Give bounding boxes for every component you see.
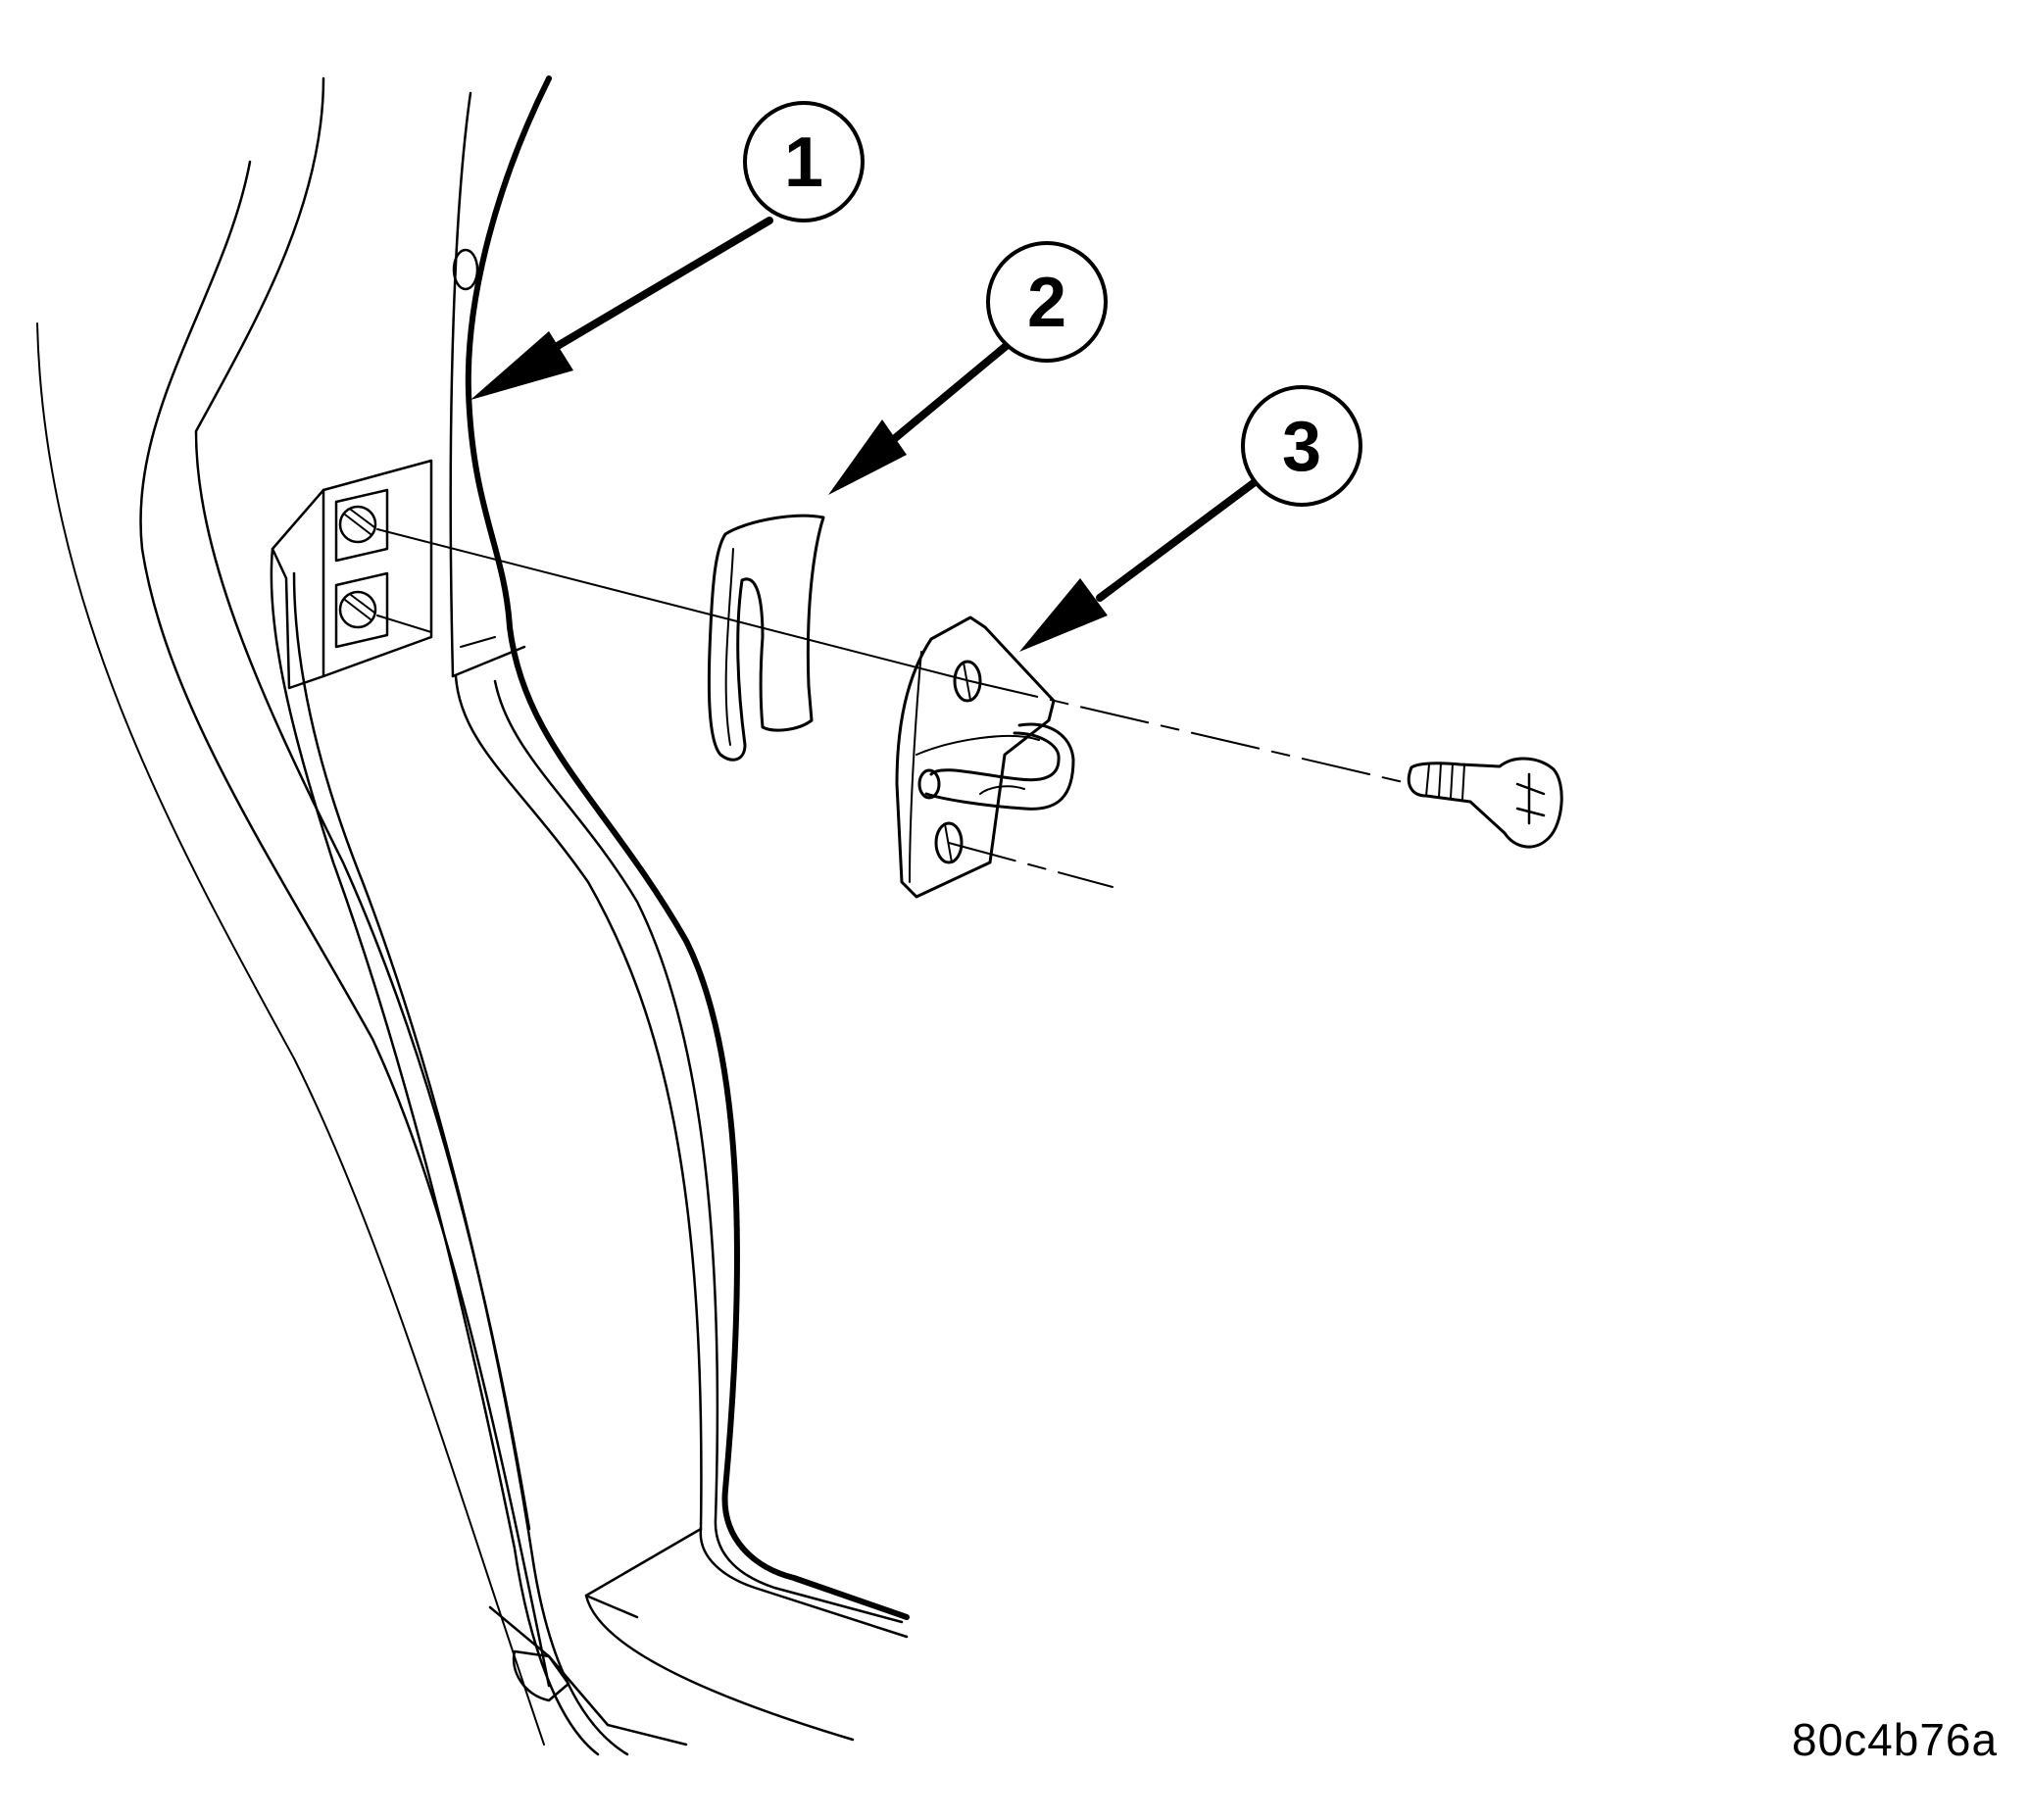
alignment-lines <box>376 528 1412 888</box>
callout-1: 1 <box>743 101 865 222</box>
door-latch-striker-shape <box>895 615 1075 899</box>
callout-number-3: 3 <box>1282 408 1321 486</box>
callout-number-1: 1 <box>784 123 823 202</box>
figure-id: 80c4b76a <box>1792 1714 1999 1765</box>
pillar-mounting-holes <box>334 488 389 649</box>
callout-number-2: 2 <box>1027 264 1066 342</box>
striker-spacer-shape <box>707 514 825 762</box>
door-pillar-body <box>36 75 910 1756</box>
callout-arrows <box>470 217 1259 652</box>
callout-circle-3 <box>1241 385 1362 507</box>
striker-screw <box>1407 757 1563 849</box>
callout-circle-1 <box>743 101 865 222</box>
callout-2: 2 <box>986 241 1108 363</box>
callout-3: 3 <box>1241 385 1362 507</box>
callout-circle-2 <box>986 241 1108 363</box>
